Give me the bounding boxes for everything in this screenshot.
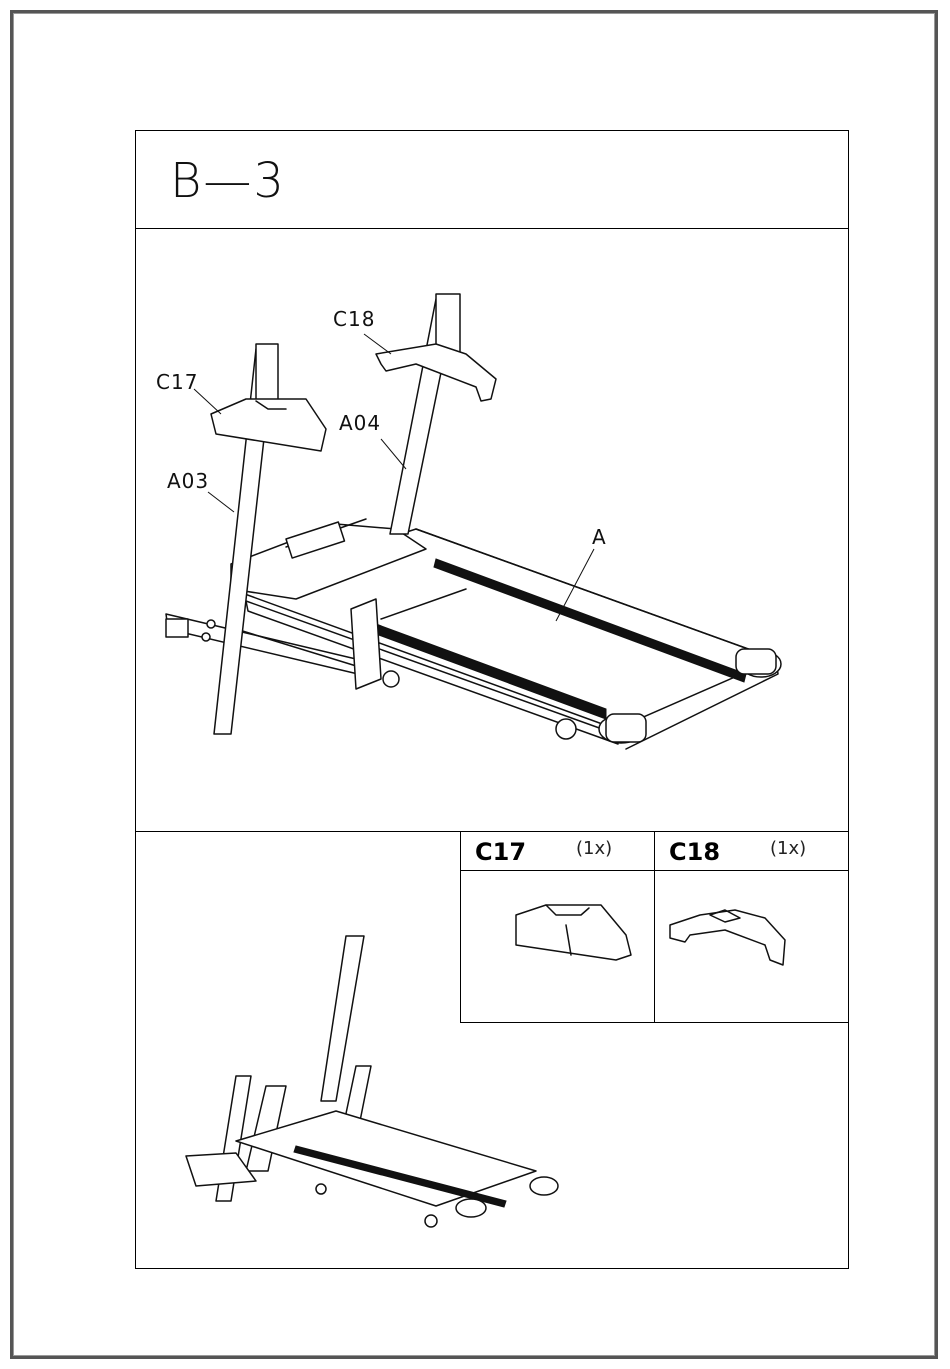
callout-c18: C18 [333, 307, 375, 331]
callout-a03: A03 [167, 469, 209, 493]
treadmill-upright-drawing [136, 229, 848, 831]
treadmill-folded-drawing [176, 931, 576, 1211]
callout-a: A [592, 525, 607, 549]
instruction-panel: B—3 [135, 130, 849, 1269]
part-code: C18 [669, 838, 720, 866]
part-code: C17 [475, 838, 526, 866]
step-title: B—3 [170, 153, 286, 209]
part-quantity: (1x) [576, 838, 612, 859]
step-header: B—3 [136, 131, 848, 229]
callout-a04: A04 [339, 411, 381, 435]
part-quantity: (1x) [770, 838, 806, 859]
main-diagram: C18 C17 A04 A03 A [136, 229, 848, 832]
callout-c17: C17 [156, 370, 198, 394]
console-c18-drawing [655, 870, 848, 1022]
part-c18: C18 (1x) [655, 832, 848, 1022]
